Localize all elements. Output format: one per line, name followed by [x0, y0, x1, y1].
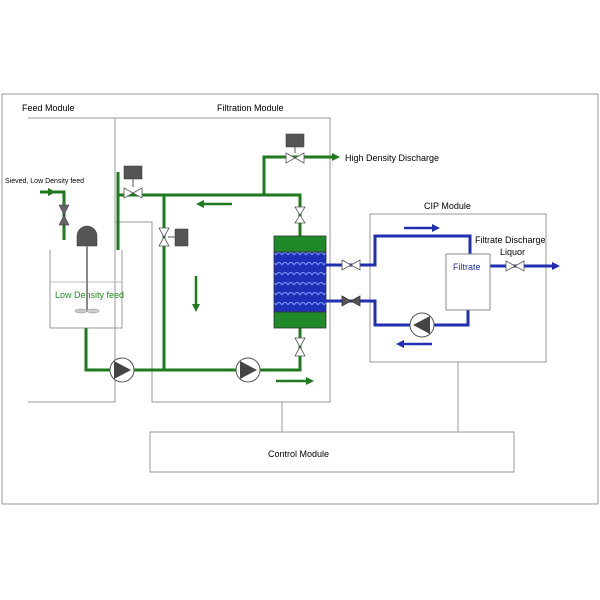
process-lines: [84, 155, 330, 372]
membrane-module: [273, 235, 327, 329]
filtrate-discharge-label-line2: Liquor: [500, 247, 525, 257]
control-module-title: Control Module: [268, 449, 329, 459]
cip-pump-icon[interactable]: [409, 312, 435, 338]
valve-membrane-top[interactable]: [294, 206, 306, 224]
feed-module-box: [28, 117, 116, 403]
module-partition: [115, 221, 153, 402]
inlet-valve[interactable]: [58, 204, 70, 226]
valve-filtrate-discharge[interactable]: [505, 260, 525, 272]
inlet-label: Sieved, Low Density feed: [5, 178, 84, 185]
feed-pump-icon[interactable]: [109, 357, 135, 383]
tank-label: Low Density feed: [55, 290, 124, 300]
filtration-module-box: [115, 117, 331, 403]
valve-membrane-bottom[interactable]: [294, 337, 306, 357]
agitator-icon: [74, 225, 100, 314]
control-module-box: [149, 431, 515, 473]
valve-cip-in[interactable]: [341, 259, 361, 271]
valve-top-left[interactable]: [123, 165, 143, 199]
valve-cip-out[interactable]: [341, 295, 361, 307]
valve-discharge[interactable]: [285, 133, 305, 164]
circulation-pump-icon[interactable]: [235, 357, 261, 383]
valve-recirc[interactable]: [158, 227, 189, 247]
outer-frame: [1, 93, 599, 505]
filtrate-discharge-label-line1: Filtrate Discharge: [475, 235, 546, 245]
filtration-module-title: Filtration Module: [217, 103, 284, 113]
filtrate-tank: [445, 253, 491, 311]
feed-module-title: Feed Module: [22, 103, 75, 113]
inlet-line: [40, 190, 66, 240]
filtrate-tank-label: Filtrate: [453, 262, 481, 272]
high-density-label: High Density Discharge: [345, 153, 439, 163]
cip-module-title: CIP Module: [424, 201, 471, 211]
